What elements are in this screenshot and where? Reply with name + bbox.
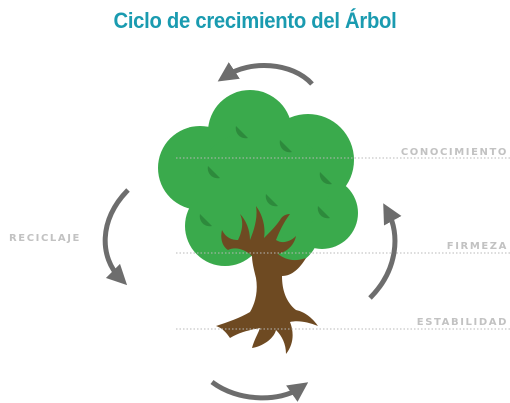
label-firmeza: FIRMEZA <box>446 241 508 252</box>
cycle-arrows <box>102 62 402 402</box>
arrow-bottom <box>210 379 309 402</box>
label-reciclaje: RECICLAJE <box>9 233 81 244</box>
diagram-title: Ciclo de crecimiento del Árbol <box>113 8 397 33</box>
arrow-top <box>217 62 314 86</box>
label-estabilidad: ESTABILIDAD <box>416 317 508 328</box>
arrow-left <box>102 188 130 286</box>
tree-trunk <box>216 206 318 354</box>
leaf-markings <box>199 126 332 227</box>
arrow-right <box>368 203 402 300</box>
label-conocimiento: CONOCIMIENTO <box>400 147 508 158</box>
